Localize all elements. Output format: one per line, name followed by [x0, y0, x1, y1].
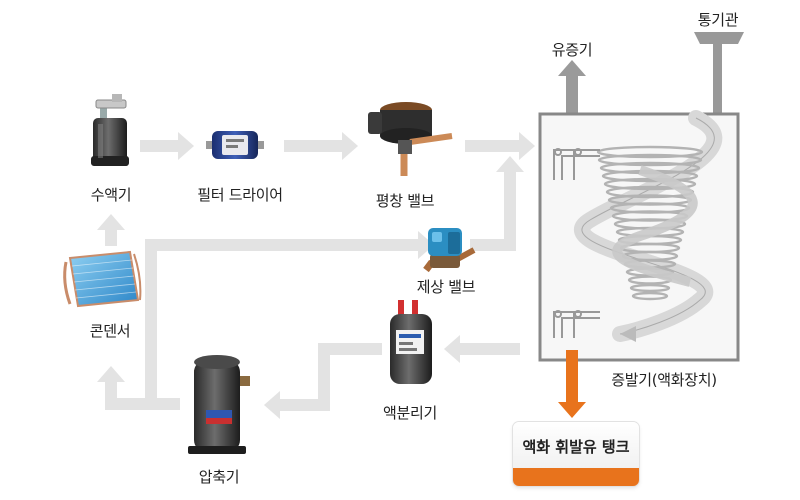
- evaporator-inlet-pipes: [553, 148, 600, 338]
- drain-arrow: [558, 350, 586, 418]
- arrow-evaporator-to-accumulator: [444, 335, 520, 363]
- arrow-to-condenser: [97, 366, 180, 410]
- helix-end-arrow: [620, 326, 636, 342]
- vent-pipe: [694, 32, 744, 114]
- tank-button-label: 액화 휘발유 탱크: [522, 438, 630, 456]
- oil-outlet-label: 유증기: [551, 41, 593, 59]
- pipe-defrost-loop: [145, 156, 524, 409]
- liquefied-gasoline-tank-button[interactable]: 액화 휘발유 탱크: [513, 422, 639, 486]
- arrow-accumulator-to-compressor: [264, 343, 382, 419]
- accumulator-image: [390, 300, 432, 384]
- compressor-label: 압축기: [198, 468, 240, 486]
- defrost-valve-image: [423, 228, 476, 273]
- arrow-filter-to-valve: [284, 132, 358, 160]
- arrow-condenser-to-receiver: [97, 214, 125, 246]
- evaporator-unit: [538, 110, 740, 362]
- condenser-label: 콘덴서: [89, 322, 131, 340]
- filter-drier-image: [206, 131, 264, 159]
- defrost-valve-label: 제상 밸브: [416, 278, 476, 296]
- accumulator-label: 액분리기: [382, 404, 438, 422]
- expansion-valve-label: 평창 밸브: [375, 192, 435, 210]
- expansion-valve-image: [368, 102, 453, 176]
- arrow-valve-to-evaporator: [465, 132, 535, 160]
- evaporator-label: 증발기(액화장치): [611, 371, 717, 389]
- condenser-image: [63, 250, 142, 308]
- receiver-label: 수액기: [90, 186, 132, 204]
- receiver-image: [91, 94, 129, 166]
- arrow-receiver-to-filter: [140, 132, 194, 160]
- compressor-image: [188, 355, 250, 454]
- flow-arrows: [97, 132, 535, 419]
- filter-drier-label: 필터 드라이어: [197, 186, 283, 204]
- vent-pipe-label: 통기관: [697, 11, 739, 29]
